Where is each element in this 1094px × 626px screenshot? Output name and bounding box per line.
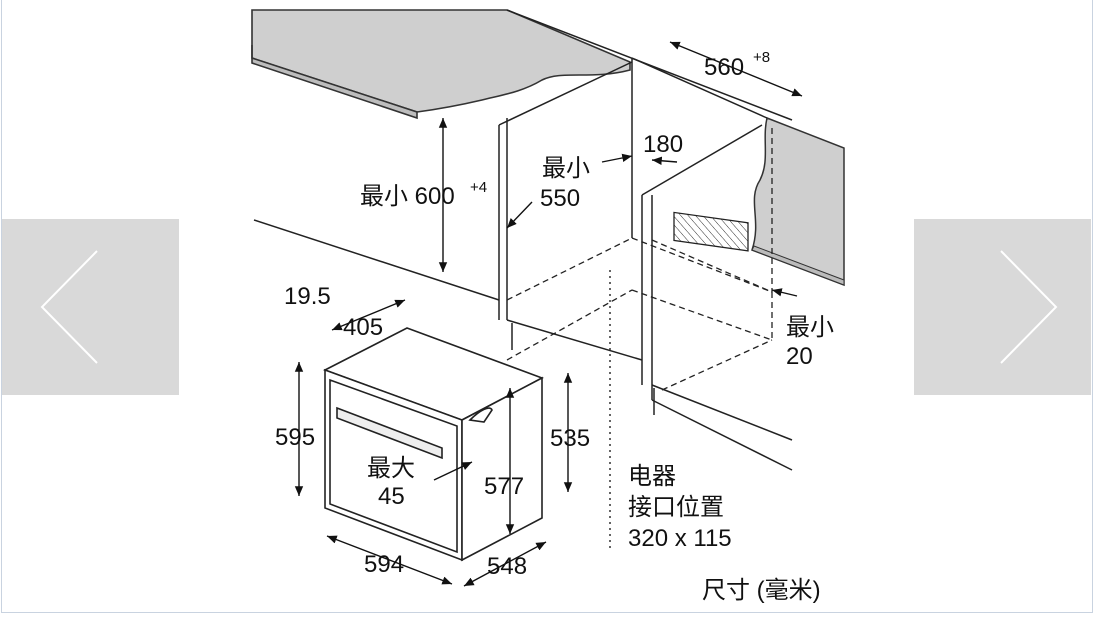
dim-oven-width: 594	[364, 551, 404, 578]
dim-max-label: 最大	[367, 455, 415, 482]
conn-size: 320 x 115	[628, 525, 732, 552]
hidden-lines	[506, 128, 773, 391]
chevron-right-icon	[1000, 250, 1058, 364]
dim-cabinet-width-tol: +8	[753, 49, 770, 66]
dim-bottom-gap: 20	[786, 343, 813, 370]
dim-front-offset: 19.5	[284, 283, 331, 310]
dim-oven-top-depth: 405	[343, 314, 383, 341]
oven	[323, 327, 544, 562]
conn-title-1: 电器	[628, 463, 676, 490]
dim-bottom-gap-label: 最小	[786, 314, 834, 341]
dim-handle-depth: 45	[378, 483, 405, 510]
worktop	[251, 9, 631, 120]
next-image-button[interactable]	[914, 219, 1091, 395]
chevron-left-icon	[40, 250, 98, 364]
dim-body-height: 535	[550, 425, 590, 452]
installation-drawing: 560 +8 最小 600 +4 最小 550 180 最小 20 19.5 4…	[251, 9, 845, 604]
dim-min-label: 最小	[542, 155, 590, 182]
dimension-lines	[294, 41, 803, 587]
dim-oven-height: 595	[275, 424, 315, 451]
dim-conn-offset: 180	[643, 131, 683, 158]
previous-image-button[interactable]	[2, 219, 179, 395]
dim-back-clearance: 550	[540, 185, 580, 212]
dim-oven-depth: 548	[487, 553, 527, 580]
worktop-right	[751, 116, 845, 287]
connection-area	[673, 211, 749, 252]
dim-niche-height: 最小 600	[360, 183, 455, 210]
dim-cabinet-width: 560	[704, 54, 744, 81]
units-note: 尺寸 (毫米)	[702, 577, 821, 604]
image-viewer: 560 +8 最小 600 +4 最小 550 180 最小 20 19.5 4…	[1, 0, 1093, 613]
conn-title-2: 接口位置	[628, 494, 724, 521]
dim-inner-height: 577	[484, 473, 524, 500]
dim-niche-height-tol: +4	[470, 179, 487, 196]
